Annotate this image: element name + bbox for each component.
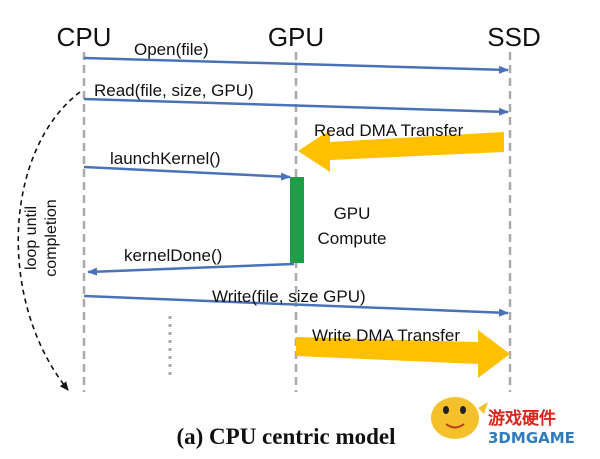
figure-caption: (a) CPU centric model bbox=[176, 424, 395, 449]
gpu-compute-label-line1: GPU bbox=[334, 204, 371, 223]
gpu-compute-bar bbox=[290, 177, 304, 263]
loop-curve-arrow bbox=[17, 91, 81, 391]
mascot-icon bbox=[431, 397, 488, 439]
loop-label: loop until completion bbox=[23, 199, 60, 276]
lane-header-cpu: CPU bbox=[57, 22, 112, 52]
gpu-compute-label-line2: Compute bbox=[318, 229, 387, 248]
write-arrow bbox=[83, 294, 509, 317]
write-dma-arrow bbox=[296, 330, 510, 378]
watermark-cn-text: 游戏硬件 bbox=[488, 408, 556, 429]
loop-label-line2: completion bbox=[43, 199, 60, 276]
kernel-done-arrow bbox=[87, 262, 295, 276]
launch-kernel-label: launchKernel() bbox=[110, 149, 221, 168]
read-dma-arrow bbox=[298, 130, 504, 172]
open-arrow bbox=[83, 56, 509, 74]
write-dma-label: Write DMA Transfer bbox=[312, 326, 460, 345]
loop-label-line1: loop until bbox=[23, 206, 40, 270]
lane-header-gpu: GPU bbox=[268, 22, 324, 52]
open-label: Open(file) bbox=[134, 40, 209, 59]
read-arrow bbox=[83, 97, 509, 116]
read-dma-label: Read DMA Transfer bbox=[314, 121, 464, 140]
write-label: Write(file, size GPU) bbox=[212, 287, 366, 306]
launch-kernel-arrow bbox=[83, 165, 291, 181]
read-label: Read(file, size, GPU) bbox=[94, 81, 254, 100]
watermark-en-text: 3DMGAME bbox=[488, 429, 575, 447]
watermark: 游戏硬件 3DMGAME bbox=[431, 397, 575, 447]
lane-header-ssd: SSD bbox=[487, 22, 540, 52]
kernel-done-label: kernelDone() bbox=[124, 246, 222, 265]
